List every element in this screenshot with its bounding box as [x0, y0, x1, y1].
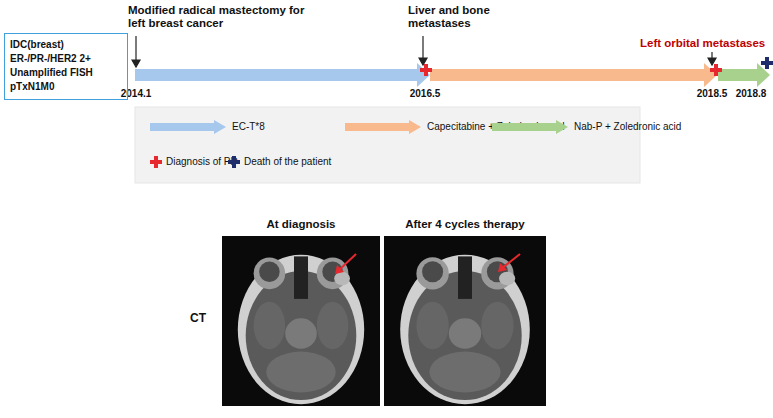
event-annotation: Left orbital metastases: [640, 37, 772, 50]
treatment-bar: [718, 63, 770, 87]
date-label: 2016.5: [399, 88, 451, 100]
scan-background: [222, 236, 380, 406]
pointer-line: [422, 36, 423, 60]
ct-image-panel: At diagnosis: [222, 216, 380, 408]
legend-text: Nab-P + Zoledronic acid: [574, 121, 681, 133]
death-marker: [761, 57, 773, 69]
brainstem: [285, 318, 317, 349]
pd-marker: [710, 64, 722, 76]
temporal-lobe: [317, 302, 349, 350]
legend-arrow-swatch: [492, 120, 568, 134]
orbit: [416, 257, 448, 289]
skull-outline: [400, 255, 530, 405]
lesion-arrow-head: [335, 265, 344, 274]
nasal-cavity: [458, 256, 472, 299]
legend-text: Diagnosis of PD: [166, 156, 238, 168]
pathology-text: ER-/PR-/HER2 2+: [10, 52, 122, 66]
ct-image-panel: After 4 cycles therapy: [384, 216, 546, 408]
eyeball: [259, 261, 280, 282]
treatment-bar: [135, 63, 430, 87]
panel-heading: At diagnosis: [222, 216, 380, 232]
temporal-lobe: [481, 302, 513, 350]
date-label: 2014.1: [110, 88, 162, 100]
swatch-shape: [345, 120, 421, 134]
lesion-arrow-head: [498, 263, 507, 272]
pointer-line: [135, 36, 136, 62]
panel-heading: After 4 cycles therapy: [384, 216, 546, 232]
temporal-lobe: [416, 302, 448, 350]
event-annotation: Liver and bone metastases: [408, 4, 503, 30]
modality-label: CT: [180, 312, 216, 326]
lesion-arrow-line: [501, 254, 520, 269]
pointer-head: [132, 60, 140, 67]
date-label: 2018.5: [686, 88, 738, 100]
date-label: 2018.8: [730, 88, 772, 100]
legend-arrow-swatch: [345, 120, 421, 134]
swatch-shape: [150, 156, 162, 168]
orbit: [254, 258, 286, 290]
pathology-text: pTxN1M0: [10, 80, 122, 94]
eyeball: [422, 261, 443, 282]
legend-plus-swatch: [150, 156, 162, 168]
orbital-lesion: [499, 272, 515, 286]
cerebellum: [429, 352, 500, 393]
nasal-cavity: [294, 256, 308, 299]
ct-scan-image: [384, 236, 546, 406]
orbital-lesion: [334, 272, 350, 286]
legend-panel: [135, 107, 640, 183]
skull-outline: [238, 255, 364, 405]
legend-plus-swatch: [228, 156, 240, 168]
pointer-head: [419, 58, 427, 65]
pathology-text: Unamplified FISH: [10, 66, 122, 80]
temporal-lobe: [254, 302, 286, 350]
brainstem: [449, 318, 481, 349]
pd-marker: [420, 64, 432, 76]
treatment-bar: [430, 63, 717, 87]
lesion-arrow-line: [338, 254, 356, 271]
legend-text: Death of the patient: [244, 156, 331, 168]
cerebellum: [266, 352, 336, 393]
ct-scan-image: [222, 236, 380, 406]
pointer-head: [708, 58, 716, 65]
swatch-shape: [228, 156, 240, 168]
pathology-box: IDC(breast)ER-/PR-/HER2 2+Unamplified FI…: [4, 33, 128, 100]
event-annotation: Modified radical mastectomy for left bre…: [128, 4, 313, 30]
swatch-shape: [150, 120, 226, 134]
legend-arrow-swatch: [150, 120, 226, 134]
swatch-shape: [492, 120, 568, 134]
scan-background: [384, 236, 546, 406]
pathology-text: IDC(breast): [10, 38, 122, 52]
legend-text: EC-T*8: [232, 121, 265, 133]
event-pointers: [132, 36, 716, 67]
